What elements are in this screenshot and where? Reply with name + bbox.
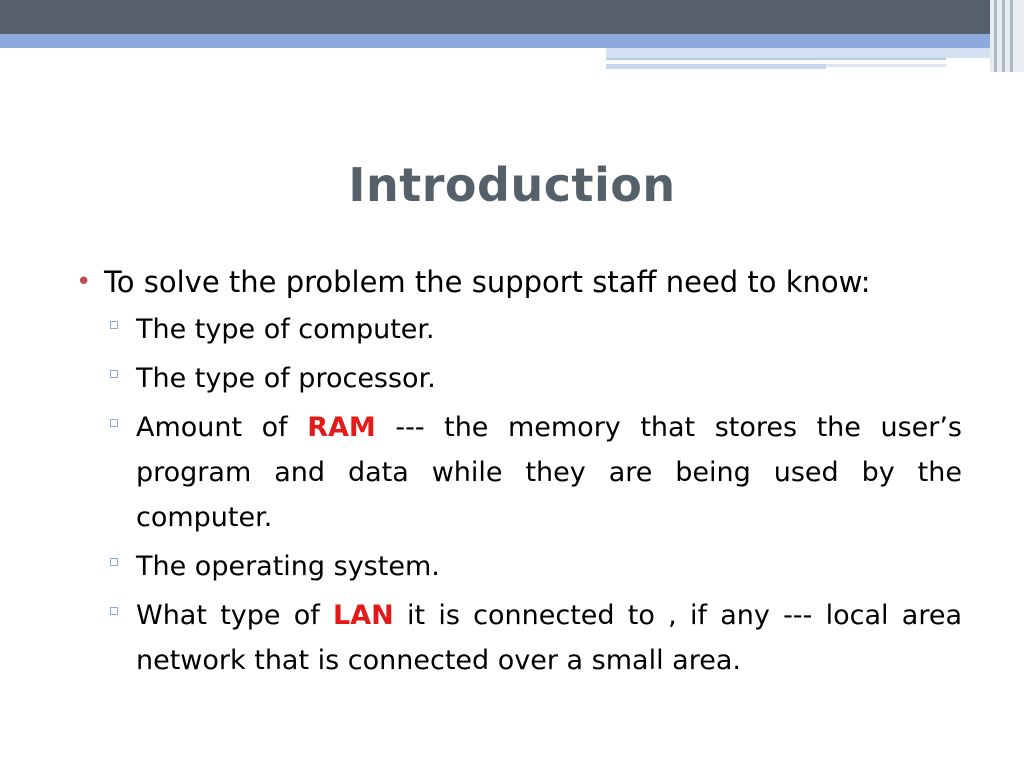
highlight-term: RAM — [307, 412, 376, 443]
highlight-term: LAN — [333, 600, 394, 631]
header-stripes — [990, 0, 1024, 72]
sub-bullet-text: Amount of — [136, 412, 308, 443]
bullet-text: To solve the problem the support staff n… — [104, 265, 871, 299]
sub-bullet-item: The type of computer. — [76, 307, 962, 352]
header-accent-line — [606, 58, 946, 60]
slide-title: Introduction — [348, 158, 676, 212]
square-bullet-icon — [110, 370, 118, 378]
sub-bullet-text: The type of computer. — [136, 314, 435, 345]
square-bullet-icon — [110, 321, 118, 329]
sub-bullet-item: Amount of RAM --- the memory that stores… — [76, 405, 962, 540]
header-band-light — [606, 48, 1024, 58]
sub-bullet-text: What type of — [136, 600, 334, 631]
sub-bullet-text: The operating system. — [136, 551, 440, 582]
sub-bullet-text: The type of processor. — [136, 363, 436, 394]
header-band-blue — [0, 34, 1024, 48]
sub-bullet-text: --- the memory that stores the user’s pr… — [136, 412, 962, 533]
sub-bullet-list: The type of computer. The type of proces… — [76, 307, 962, 683]
sub-bullet-text: it is connected to , if any --- local ar… — [136, 600, 962, 676]
header-accent-line — [826, 64, 946, 67]
sub-bullet-item: What type of LAN it is connected to , if… — [76, 593, 962, 683]
slide-body: • To solve the problem the support staff… — [76, 261, 962, 687]
header-accent-line — [606, 64, 826, 69]
sub-bullet-item: The type of processor. — [76, 356, 962, 401]
square-bullet-icon — [110, 419, 118, 427]
bullet-item: • To solve the problem the support staff… — [76, 261, 962, 303]
round-bullet-icon: • — [76, 267, 92, 297]
square-bullet-icon — [110, 607, 118, 615]
sub-bullet-item: The operating system. — [76, 544, 962, 589]
header-band-dark — [0, 0, 1024, 34]
square-bullet-icon — [110, 558, 118, 566]
